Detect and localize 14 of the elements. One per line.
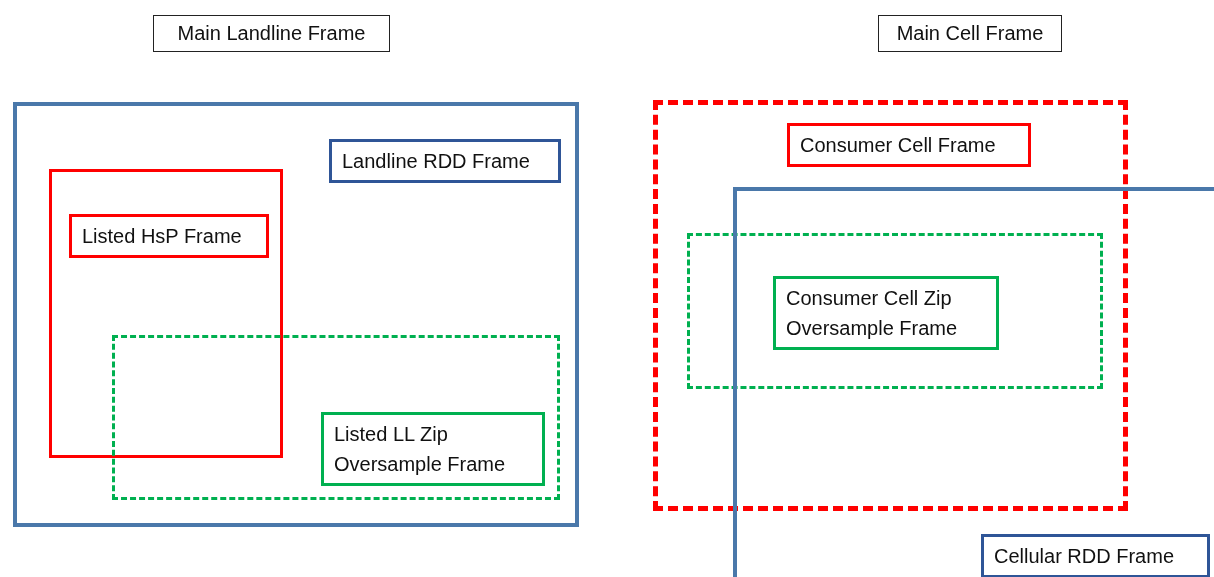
frame-outline xyxy=(653,100,1128,511)
frame-outline xyxy=(687,233,1103,389)
frame-outline xyxy=(112,335,560,500)
frame-label: Landline RDD Frame xyxy=(329,139,561,183)
frame-label: Consumer Cell Zip Oversample Frame xyxy=(773,276,999,350)
frame-label: Consumer Cell Frame xyxy=(787,123,1031,167)
frame-title: Main Cell Frame xyxy=(878,15,1062,52)
frame-outline xyxy=(13,102,579,527)
frame-outline xyxy=(49,169,283,458)
frame-title: Main Landline Frame xyxy=(153,15,390,52)
frame-outline xyxy=(733,187,1214,577)
frame-label: Listed HsP Frame xyxy=(69,214,269,258)
frame-label: Cellular RDD Frame xyxy=(981,534,1210,577)
frame-label: Listed LL Zip Oversample Frame xyxy=(321,412,545,486)
